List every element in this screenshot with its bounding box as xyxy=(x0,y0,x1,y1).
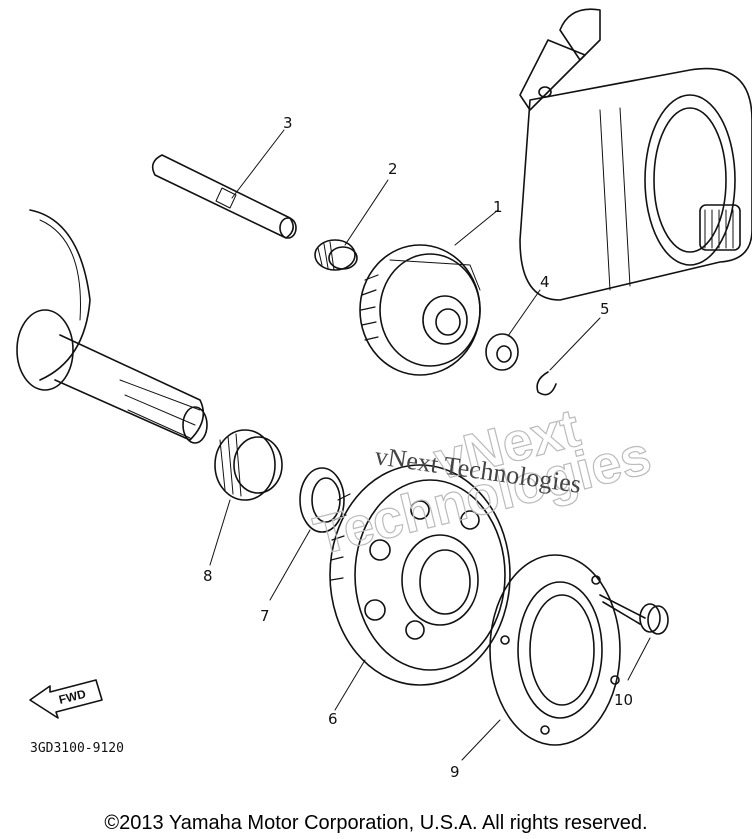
bolt-part-10 xyxy=(599,594,669,681)
callout-7: 7 xyxy=(260,607,270,625)
crankshaft xyxy=(16,209,208,444)
circlip-part-5 xyxy=(536,317,601,396)
starter-wheel-gear-part-6 xyxy=(329,464,511,711)
starter-motor xyxy=(519,8,752,301)
part-code: 3GD3100-9120 xyxy=(30,741,124,756)
callout-3: 3 xyxy=(283,114,293,132)
callout-1: 1 xyxy=(493,198,503,216)
callout-8: 8 xyxy=(203,567,213,585)
callout-2: 2 xyxy=(388,160,398,178)
washer-part-7 xyxy=(269,467,345,601)
copyright-notice: ©2013 Yamaha Motor Corporation, U.S.A. A… xyxy=(104,812,648,834)
callout-4: 4 xyxy=(540,273,550,291)
callout-5: 5 xyxy=(600,300,610,318)
shaft-part-3 xyxy=(151,129,297,239)
idler-gear-part-1 xyxy=(359,209,499,376)
one-way-clutch-part-9 xyxy=(461,554,621,761)
callout-9: 9 xyxy=(450,763,460,781)
callout-6: 6 xyxy=(328,710,338,728)
needle-bearing-part-2 xyxy=(314,179,389,271)
fwd-arrow-icon xyxy=(29,679,103,719)
needle-bearing-part-8 xyxy=(209,429,283,566)
callout-10: 10 xyxy=(614,691,633,709)
washer-part-4 xyxy=(485,289,541,371)
fwd-label: FWD xyxy=(57,687,87,707)
exploded-parts-diagram: 1 2 3 4 5 6 7 8 9 10 FWD 3GD3100-9120 vN… xyxy=(16,8,752,781)
